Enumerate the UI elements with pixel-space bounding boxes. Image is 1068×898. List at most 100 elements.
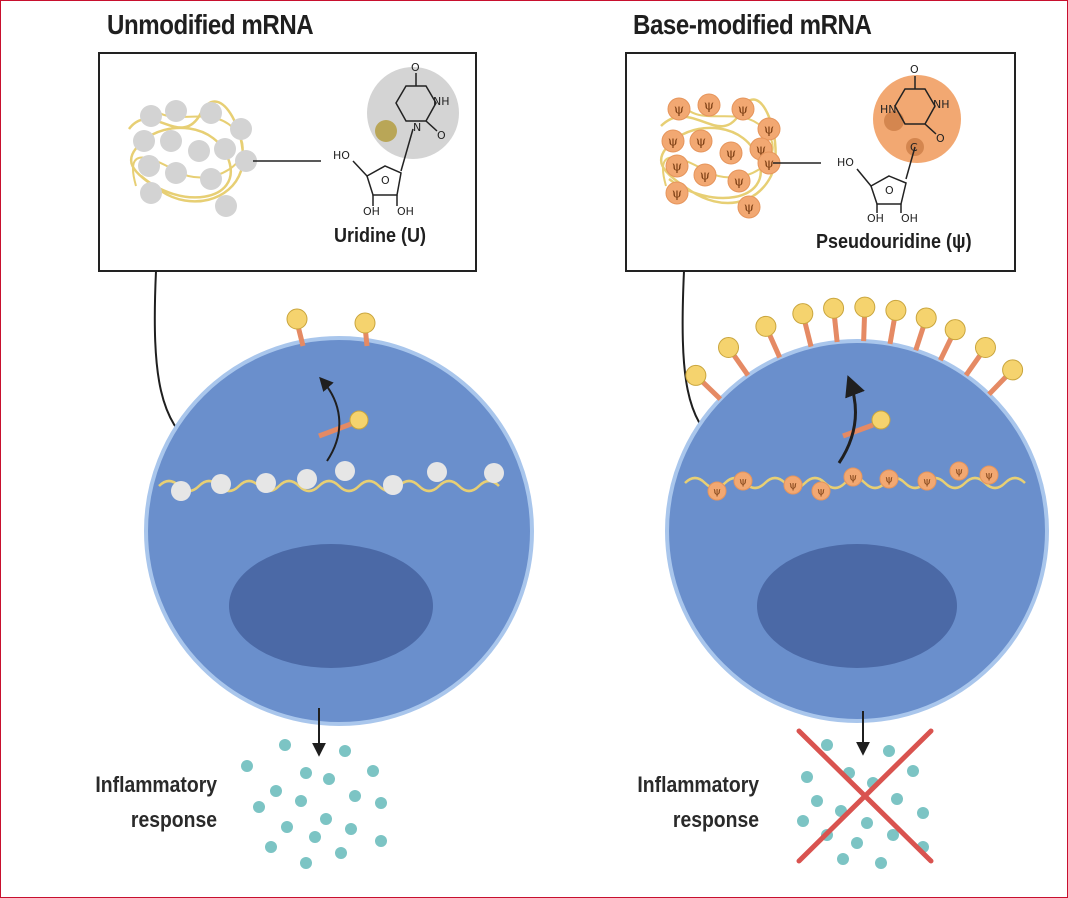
- pseudouridine-highlight: [873, 75, 961, 163]
- svg-text:ψ: ψ: [674, 103, 684, 118]
- svg-text:ψ: ψ: [738, 103, 748, 118]
- surface-protein: [885, 299, 907, 345]
- pseudouridine-bead: ψ: [665, 154, 689, 178]
- pseudouridine-bead: ψ: [667, 97, 691, 121]
- pseudouridine-bead: ψ: [719, 141, 743, 165]
- svg-text:ψ: ψ: [789, 481, 797, 492]
- svg-text:ψ: ψ: [764, 157, 774, 172]
- uridine-structure: O NH O N O HO OH OH: [333, 61, 459, 218]
- svg-text:O: O: [885, 184, 894, 197]
- svg-text:N: N: [413, 121, 421, 134]
- modified-outcome-line1: Inflammatory: [637, 772, 759, 797]
- svg-text:ψ: ψ: [672, 187, 682, 202]
- unmodified-cytokines: [241, 739, 387, 869]
- svg-text:O: O: [411, 61, 420, 74]
- modified-nucleus: [757, 544, 957, 668]
- svg-text:ψ: ψ: [764, 123, 774, 138]
- uridine-label: Uridine (U): [334, 225, 426, 247]
- pseudouridine-bead: ψ: [949, 461, 969, 481]
- unmodified-outcome-line2: response: [130, 807, 217, 833]
- pseudouridine-bead: ψ: [757, 117, 781, 141]
- unmodified-outcome-line1: Inflammatory: [95, 772, 217, 797]
- pseudouridine-bead: ψ: [665, 181, 689, 205]
- svg-text:HO: HO: [333, 149, 350, 162]
- pseudouridine-bead: ψ: [693, 163, 717, 187]
- svg-text:NH: NH: [433, 95, 450, 108]
- svg-text:ψ: ψ: [672, 160, 682, 175]
- modified-outcome-line2: response: [672, 807, 759, 833]
- uridine-n1-highlight: [375, 120, 397, 142]
- svg-text:ψ: ψ: [726, 147, 736, 162]
- modified-new-protein: [842, 410, 891, 439]
- unmodified-mrna-cluster: [127, 100, 257, 217]
- pseudouridine-bead: ψ: [731, 97, 755, 121]
- modified-export-arrow: [837, 375, 865, 464]
- pseudouridine-bead: ψ: [783, 475, 803, 495]
- svg-text:OH: OH: [397, 205, 414, 218]
- svg-text:ψ: ψ: [668, 135, 678, 150]
- uridine-highlight: [367, 67, 459, 159]
- modified-surface-proteins: [685, 296, 1024, 401]
- svg-text:O: O: [910, 63, 919, 76]
- pseudouridine-bead: ψ: [697, 93, 721, 117]
- surface-protein: [755, 315, 783, 359]
- svg-text:HO: HO: [837, 156, 854, 169]
- svg-text:ψ: ψ: [704, 99, 714, 114]
- svg-text:C: C: [910, 141, 918, 154]
- modified-panel-title: Base-modified mRNA: [633, 9, 872, 40]
- pseudouridine-bead: ψ: [979, 465, 999, 485]
- svg-text:ψ: ψ: [985, 471, 993, 482]
- pseudouridine-structure: O NH HN O C O HO OH OH: [837, 63, 961, 225]
- pseudouridine-bead: ψ: [661, 129, 685, 153]
- pseudouridine-bead: ψ: [737, 195, 761, 219]
- no-inflammation-cross: [796, 728, 934, 864]
- surface-protein: [963, 337, 996, 377]
- pseudouridine-bead: ψ: [733, 471, 753, 491]
- svg-text:ψ: ψ: [885, 475, 893, 486]
- surface-protein: [938, 319, 966, 362]
- modified-cytokines: [797, 739, 929, 869]
- unmodified-panel-title: Unmodified mRNA: [107, 9, 314, 40]
- modified-cell: ψ ψ ψ ψ ψ ψ ψ ψ ψ: [665, 339, 1049, 723]
- pseudouridine-bead: ψ: [917, 471, 937, 491]
- unmodified-surface-proteins: [286, 308, 376, 347]
- modified-outcome-label: Inflammatory response: [583, 767, 759, 837]
- svg-text:ψ: ψ: [739, 477, 747, 488]
- svg-text:O: O: [381, 174, 390, 187]
- svg-text:ψ: ψ: [696, 135, 706, 150]
- svg-text:ψ: ψ: [923, 477, 931, 488]
- unmodified-outcome-label: Inflammatory response: [41, 767, 217, 837]
- unmodified-cell: [144, 336, 534, 726]
- svg-text:OH: OH: [901, 212, 918, 225]
- svg-text:ψ: ψ: [734, 175, 744, 190]
- pseudouridine-bead: ψ: [707, 481, 727, 501]
- pseudouridine-hn-highlight: [884, 111, 904, 131]
- svg-text:O: O: [437, 129, 446, 142]
- surface-protein: [913, 307, 937, 352]
- svg-text:ψ: ψ: [713, 487, 721, 498]
- unmodified-nucleus: [229, 544, 433, 668]
- surface-protein: [685, 364, 723, 401]
- svg-text:NH: NH: [933, 98, 950, 111]
- unmodified-new-protein: [318, 410, 369, 439]
- pseudouridine-bead: ψ: [689, 129, 713, 153]
- svg-text:HN: HN: [880, 103, 897, 116]
- surface-protein: [987, 359, 1024, 397]
- svg-text:ψ: ψ: [744, 201, 754, 216]
- surface-protein: [792, 303, 814, 348]
- pseudouridine-bead: ψ: [879, 469, 899, 489]
- svg-text:OH: OH: [867, 212, 884, 225]
- pseudouridine-bead: ψ: [843, 467, 863, 487]
- unmodified-export-arrow: [319, 376, 341, 462]
- pseudouridine-bead: ψ: [811, 481, 831, 501]
- svg-text:ψ: ψ: [955, 467, 963, 478]
- svg-text:ψ: ψ: [817, 487, 825, 498]
- svg-text:OH: OH: [363, 205, 380, 218]
- surface-protein: [823, 297, 845, 343]
- surface-protein: [854, 296, 876, 342]
- pseudouridine-label: Pseudouridine (ψ): [816, 231, 972, 253]
- pseudouridine-bead: ψ: [727, 169, 751, 193]
